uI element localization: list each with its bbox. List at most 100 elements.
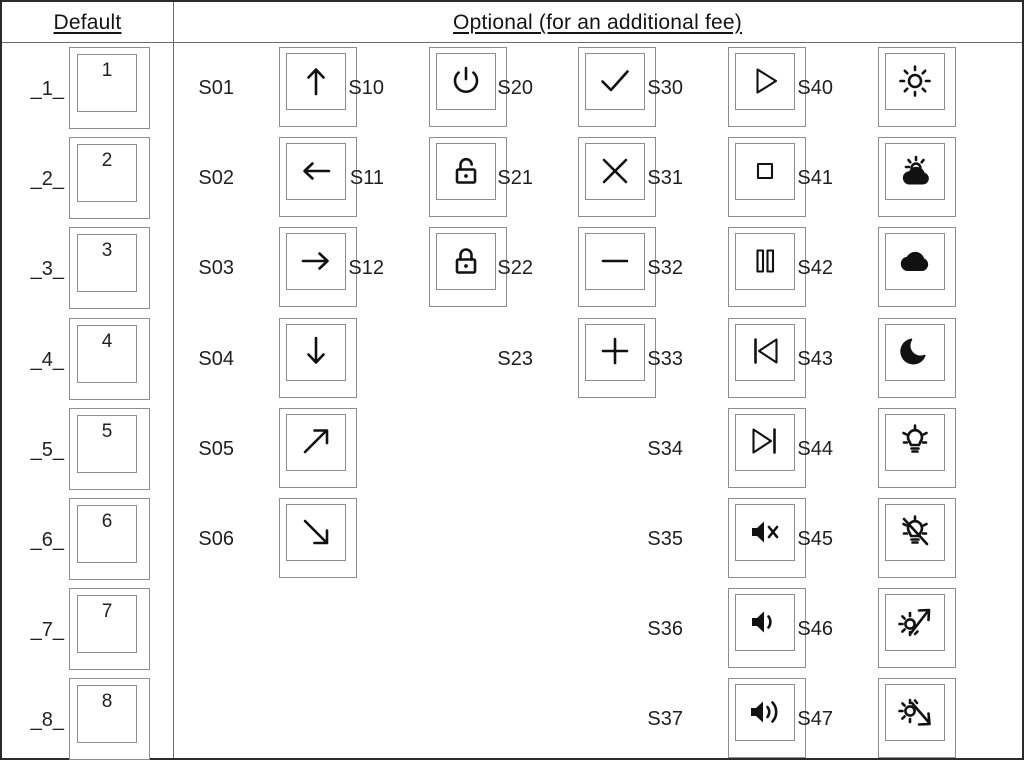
partly-cloudy-icon: [895, 151, 935, 191]
plus-icon: [595, 331, 635, 371]
optional-keycap-s47[interactable]: [878, 678, 956, 759]
default-key-label: _1_: [30, 78, 64, 100]
optional-key-code-s34: S34: [647, 437, 683, 460]
keycap-inner-face: [436, 233, 496, 291]
optional-key-code-s21: S21: [497, 167, 533, 190]
optional-key-code-s30: S30: [647, 77, 683, 99]
keycap-number: 2: [101, 150, 113, 172]
keycap-inner-face: [436, 53, 496, 110]
keycap-inner-face: 8: [77, 685, 137, 744]
optional-keycap-s37[interactable]: [728, 678, 806, 759]
default-keycap[interactable]: 8: [69, 678, 150, 760]
keycap-inner-face: [885, 323, 945, 381]
optional-keycap-s44[interactable]: [878, 407, 956, 488]
optional-keycap-s45[interactable]: [878, 498, 956, 578]
optional-key-code-s06: S06: [198, 528, 234, 550]
optional-keycap-s23[interactable]: [578, 317, 656, 398]
optional-keycap-s21[interactable]: [578, 137, 656, 218]
optional-keycap-s01[interactable]: [279, 47, 357, 127]
default-keycap[interactable]: 6: [69, 498, 150, 580]
optional-keycap-s22[interactable]: [578, 227, 656, 308]
arrow-down-right-icon: [296, 512, 336, 552]
keycap-inner-face: [735, 143, 795, 201]
keycap-number: 4: [101, 330, 113, 352]
keycap-inner-face: [436, 143, 496, 201]
optional-key-code-s47: S47: [797, 708, 833, 731]
keycap-inner-face: [735, 684, 795, 742]
optional-keycap-s10[interactable]: [429, 47, 507, 127]
keycap-inner-face: 4: [77, 324, 137, 383]
optional-keycap-s04[interactable]: [279, 317, 357, 398]
keycap-inner-face: 1: [77, 54, 137, 112]
optional-keycap-s34[interactable]: [728, 407, 806, 488]
default-key-label: _7_: [30, 619, 64, 642]
optional-key-code-s44: S44: [797, 437, 833, 460]
default-keycap[interactable]: 5: [69, 407, 150, 490]
optional-keycap-s31[interactable]: [728, 137, 806, 218]
default-keycap[interactable]: 3: [69, 227, 150, 310]
keycap-inner-face: [885, 413, 945, 471]
header-default-label: Default: [53, 10, 122, 34]
optional-key-code-s22: S22: [497, 257, 533, 280]
default-keycap[interactable]: 1: [69, 47, 150, 129]
sun-icon: [895, 61, 935, 101]
optional-key-code-s45: S45: [797, 528, 833, 550]
optional-keycap-s43[interactable]: [878, 317, 956, 398]
optional-keycap-s41[interactable]: [878, 137, 956, 218]
optional-keycap-s20[interactable]: [578, 47, 656, 127]
power-icon: [446, 61, 486, 101]
keycap-inner-face: [735, 233, 795, 291]
brightness-down-icon: [895, 692, 935, 732]
optional-keycap-s12[interactable]: [429, 227, 507, 308]
default-key-label: _3_: [30, 258, 64, 281]
optional-keycap-s33[interactable]: [728, 317, 806, 398]
keycap-inner-face: [735, 413, 795, 471]
keycap-inner-face: [885, 233, 945, 291]
optional-keycap-s42[interactable]: [878, 227, 956, 308]
keycap-inner-face: 5: [77, 414, 137, 473]
keycap-inner-face: [585, 233, 645, 291]
stop-icon: [745, 151, 785, 191]
brightness-up-icon: [895, 602, 935, 642]
optional-keycap-s32[interactable]: [728, 227, 806, 308]
optional-keycap-s11[interactable]: [429, 137, 507, 218]
optional-key-code-s23: S23: [497, 347, 533, 370]
keycap-inner-face: [286, 143, 346, 201]
check-icon: [595, 61, 635, 101]
optional-keycap-s30[interactable]: [728, 47, 806, 127]
optional-keycap-s06[interactable]: [279, 498, 357, 578]
default-key-label: _4_: [30, 348, 64, 371]
keycap-number: 3: [101, 240, 113, 262]
keycap-inner-face: [885, 684, 945, 742]
optional-keycap-s40[interactable]: [878, 47, 956, 127]
optional-keycap-s46[interactable]: [878, 588, 956, 669]
optional-key-code-s11: S11: [349, 167, 384, 190]
optional-keycap-s35[interactable]: [728, 498, 806, 578]
lightbulb-off-icon: [895, 512, 935, 552]
keycap-number: 1: [101, 60, 113, 81]
optional-key-code-s42: S42: [797, 257, 833, 280]
cloud-icon: [895, 241, 935, 281]
header-default: Default: [2, 2, 173, 43]
optional-keycap-s03[interactable]: [279, 227, 357, 308]
minus-icon: [595, 241, 635, 281]
default-keycap[interactable]: 7: [69, 588, 150, 671]
header-optional-label: Optional (for an additional fee): [453, 10, 742, 34]
optional-keycap-s36[interactable]: [728, 588, 806, 669]
optional-keycap-s02[interactable]: [279, 137, 357, 218]
keycap-inner-face: [735, 53, 795, 110]
default-keycap[interactable]: 2: [69, 137, 150, 220]
optional-key-code-s04: S04: [198, 347, 234, 370]
default-key-label: _8_: [30, 709, 64, 732]
volume-high-icon: [745, 692, 785, 732]
keycap-inner-face: 7: [77, 595, 137, 654]
keycap-inner-face: [885, 594, 945, 652]
optional-key-code-s41: S41: [797, 167, 833, 190]
keycap-inner-face: [286, 413, 346, 471]
arrow-left-icon: [296, 151, 336, 191]
default-keycap[interactable]: 4: [69, 317, 150, 400]
optional-keycap-s05[interactable]: [279, 407, 357, 488]
optional-key-code-s33: S33: [647, 347, 683, 370]
optional-key-code-s43: S43: [797, 347, 833, 370]
optional-key-code-s03: S03: [198, 257, 234, 280]
